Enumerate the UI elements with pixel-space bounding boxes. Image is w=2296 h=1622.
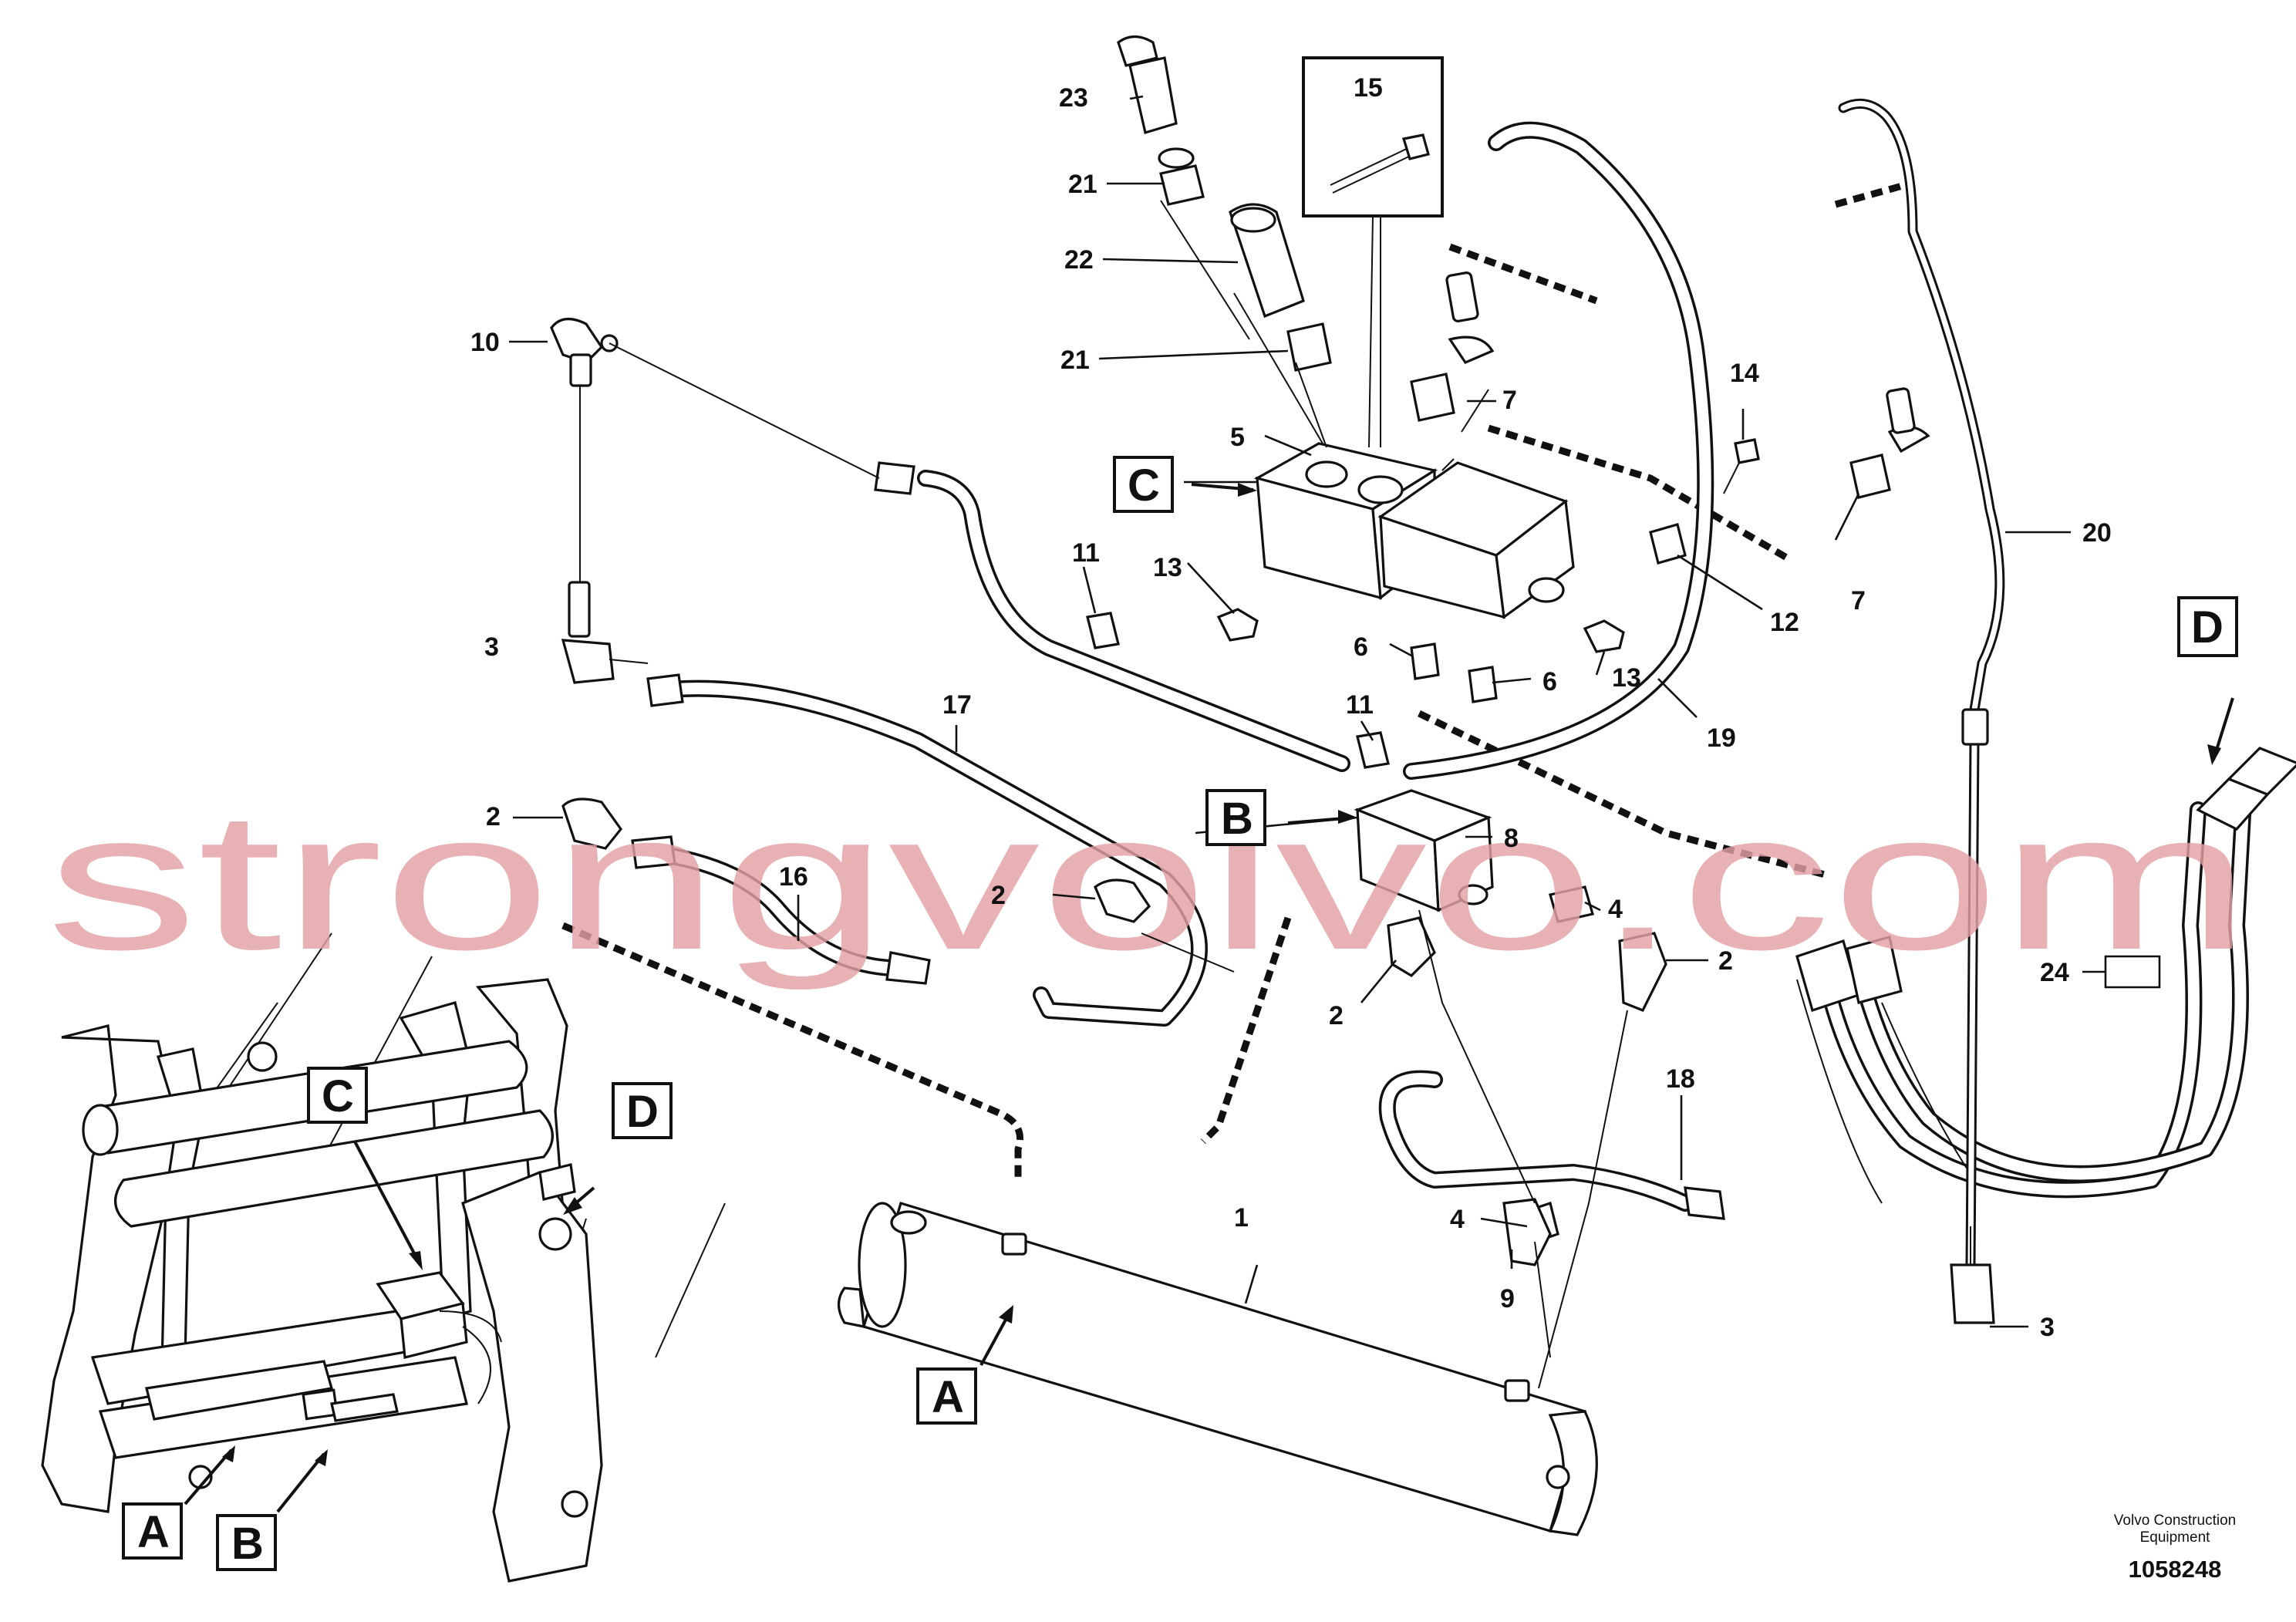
callout-16: 16 [779,862,808,892]
callout-6-right: 6 [1542,667,1557,696]
callout-8: 8 [1504,824,1519,853]
brand-line-1: Volvo Construction [2114,1512,2236,1529]
callout-14: 14 [1730,359,1759,388]
callout-2-lower: 2 [1329,1001,1344,1030]
hoses [639,98,2253,1270]
callout-2-mid: 2 [991,881,1006,910]
callout-21-lower: 21 [1060,346,1090,375]
callout-13-left: 13 [1153,553,1182,582]
callout-5: 5 [1230,423,1245,452]
marker-d-main: D [2191,602,2224,653]
marker-c-inset: C [322,1071,354,1121]
bolt-detail-box [1302,56,1444,448]
callout-23: 23 [1059,83,1088,113]
marker-c-main: C [1128,460,1160,511]
marker-b-main: B [1221,794,1253,844]
callout-20: 20 [2082,518,2112,548]
callout-3-left: 3 [484,632,499,662]
callout-2-right: 2 [1718,946,1733,976]
callout-7-lower: 7 [1851,586,1866,615]
watermark-text: strongvolvo.com [46,771,2252,991]
callout-22: 22 [1064,245,1094,275]
callout-21-upper: 21 [1068,170,1097,199]
callout-19: 19 [1707,723,1736,753]
callout-12: 12 [1770,608,1799,637]
leader-lines [509,95,2161,1389]
brand-line-2: Equipment [2140,1529,2211,1546]
callout-6-left: 6 [1354,632,1368,662]
callout-17: 17 [942,690,972,720]
callout-3-right: 3 [2040,1313,2055,1342]
figure-number: 1058248 [2129,1556,2222,1583]
callout-7-upper: 7 [1502,386,1517,415]
attachment-bracket-inset [41,932,726,1583]
dashed-routes [561,181,1907,1180]
callout-9: 9 [1500,1284,1515,1313]
callout-13-right: 13 [1612,663,1641,693]
callout-2-left: 2 [486,802,501,831]
callout-1: 1 [1234,1203,1249,1233]
callout-10: 10 [470,328,500,357]
callout-11-lower: 11 [1346,690,1374,720]
marker-a-inset: A [137,1507,170,1557]
marker-a-main: A [932,1372,964,1422]
hydraulic-cylinder [837,1202,1598,1536]
callout-11-upper: 11 [1072,538,1100,568]
callout-24: 24 [2040,958,2069,987]
marker-d-inset: D [626,1087,659,1137]
brand-block: Volvo Construction Equipment 1058248 [2114,1512,2236,1583]
callout-4-lower: 4 [1450,1205,1465,1234]
marker-b-inset: B [231,1519,264,1569]
callout-labels: 23 21 22 21 15 10 5 7 14 7 20 11 13 12 3… [470,73,2112,1342]
marker-arrows [184,483,2234,1513]
callout-4-upper: 4 [1608,895,1623,924]
view-markers: C B D A C D A B [122,456,2238,1571]
callout-15: 15 [1354,73,1383,103]
callout-18: 18 [1666,1064,1695,1094]
fittings [550,35,2296,1324]
